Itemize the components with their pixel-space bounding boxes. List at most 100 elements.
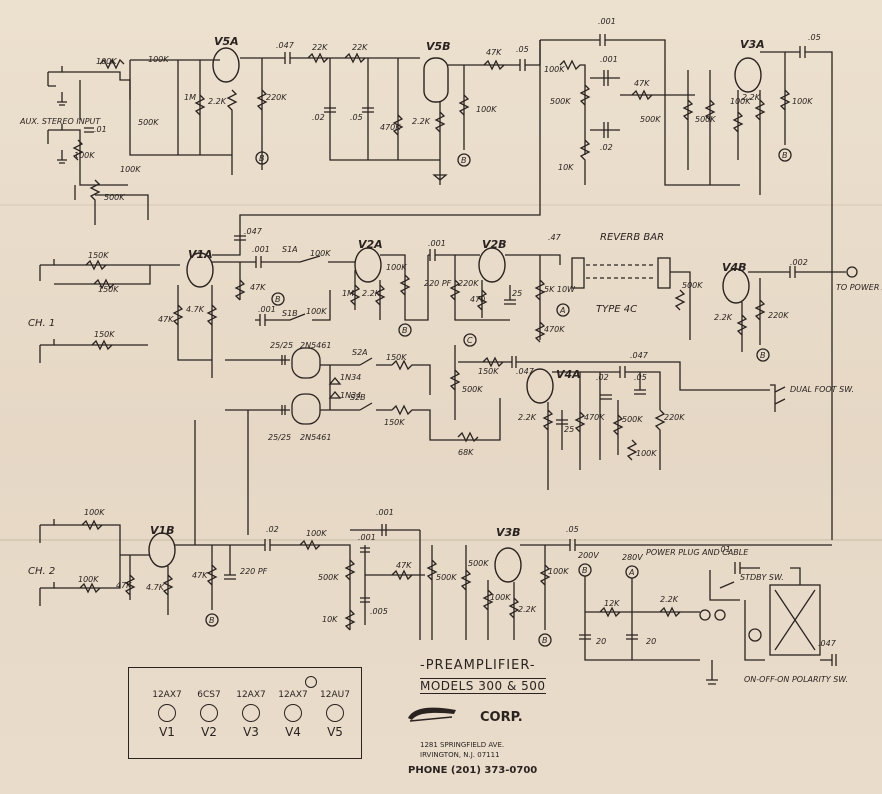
v3b-plate (520, 539, 832, 630)
r100k-label: 100K (120, 165, 141, 174)
c001-label: .001 (428, 239, 446, 248)
v200-label: 200V (578, 551, 599, 560)
tube-socket-v3: 12AX7 V3 (231, 690, 271, 739)
address-line-1: 1281 SPRINGFIELD AVE. (420, 741, 505, 749)
c047-label: .047 (818, 639, 837, 648)
r500k-label: 500K (695, 115, 716, 124)
r470k-label: 470K (380, 123, 401, 132)
ch1-wiring (54, 264, 180, 346)
r500k-label: 500K (318, 573, 339, 582)
tube-position: V1 (159, 725, 175, 739)
v5b-cathode (432, 102, 448, 185)
r150k-label: 150K (94, 330, 115, 339)
fet-label: 2N5461 (300, 433, 331, 442)
standby-switch (709, 562, 765, 661)
plug-pin (699, 609, 711, 621)
v4a-label: V4A (556, 368, 581, 381)
r22k-label: 2.2K (660, 595, 679, 604)
resistor (194, 94, 206, 116)
c25-25-label: 25/25 (270, 341, 293, 350)
r470k-label: 470K (584, 413, 605, 422)
address-line-2: IRVINGTON, N.J. 07111 (420, 751, 500, 759)
bright-cap (540, 34, 740, 186)
s1b-path (255, 290, 331, 326)
b-node (778, 148, 792, 162)
b-node-label: B (760, 351, 766, 360)
v4a-plate (552, 366, 661, 470)
a-node-label: A (628, 568, 634, 577)
tube-socket-v1: 12AX7 V1 (147, 690, 187, 739)
to-power-amp-wire (748, 266, 846, 278)
title-text: PREAMPLIFIER (425, 658, 530, 673)
v5a-wiring (129, 59, 232, 156)
c-node-label: C (467, 336, 473, 345)
r22k-label: 2.2K (714, 313, 733, 322)
c001-label: .001 (258, 305, 276, 314)
b-rail (212, 40, 541, 256)
tube-socket-icon (242, 704, 260, 722)
r500k-label: 500K (138, 118, 159, 127)
ch2-wiring (54, 524, 150, 600)
c05-label: .05 (350, 113, 363, 122)
c02-label: .02 (266, 525, 279, 534)
r1m-label: 1M (342, 289, 354, 298)
r22k-label: 2.2K (742, 93, 761, 102)
c001-label: .001 (358, 533, 376, 542)
r22k-label: 2.2K (518, 413, 537, 422)
drawing-title: -PREAMPLIFIER- (420, 658, 536, 673)
b-node-label: B (461, 156, 467, 165)
pilot-circle-icon (305, 676, 317, 688)
v1b-tube (148, 532, 176, 568)
r100k-label: 100K (78, 575, 99, 584)
fet-switch-section: 25/25 25/25 2N5461 2N5461 1N34 1N34 S2A … (225, 333, 770, 457)
b-node-label: B (782, 151, 788, 160)
c20-label: 20 (596, 637, 606, 646)
c20-label: 20 (646, 637, 656, 646)
tube-socket-v4: 12AX7 V4 (273, 690, 313, 739)
c001-label: .001 (600, 55, 618, 64)
fet-diodes (320, 364, 360, 411)
tube-type: 12AX7 (278, 690, 308, 700)
fet-caps (225, 355, 290, 415)
c005-label: .005 (370, 607, 388, 616)
a-node-label: A (559, 306, 565, 315)
tone-caps (590, 70, 620, 138)
tube-socket-icon (284, 704, 302, 722)
r100k-label: 100K (792, 97, 813, 106)
r100k-label: 100K (74, 151, 95, 160)
reverb-input-transformer (571, 257, 585, 289)
c25-label: 25 (512, 289, 522, 298)
sano-logo (408, 707, 456, 722)
r47k-label: 4.7K (146, 583, 165, 592)
r500k-label: 500K (104, 193, 125, 202)
c02-label: .02 (600, 143, 613, 152)
r10k-label: 10K (558, 163, 574, 172)
r150k-label: 150K (384, 418, 405, 427)
ch2-tone (264, 524, 420, 630)
r47k-label: 4.7K (186, 305, 205, 314)
b-node (255, 151, 269, 165)
resistor (72, 139, 84, 161)
vol-resistor (620, 89, 695, 101)
output-terminal (846, 266, 858, 278)
r47k-label: 47K (116, 581, 132, 590)
r100k-label: 100K (310, 249, 331, 258)
r500k-label: 500K (640, 115, 661, 124)
power-supply-section: B A 200V 280V 12K 2.2K 20 20 POWER PLUG … (578, 545, 848, 685)
v1b-label: V1B (150, 524, 175, 537)
r22k-label: 2.2K (412, 117, 431, 126)
v5b-tube (423, 57, 449, 103)
r100k-label: 100K (636, 449, 657, 458)
s2-switches (359, 357, 392, 411)
diode-label: 1N34 (340, 373, 361, 382)
tube-position: V3 (243, 725, 259, 739)
resistor (654, 409, 666, 470)
to-power-amp-label: TO POWER AMP (836, 283, 882, 292)
tube-position: V4 (285, 725, 301, 739)
c047-label: .047 (276, 41, 295, 50)
resistor (392, 114, 404, 136)
tube-type: 6CS7 (197, 690, 221, 700)
v3a-stage: .001 100K .001 500K .02 10K 47K 500K 500… (539, 17, 833, 540)
diode-label: 1N34 (340, 391, 361, 400)
